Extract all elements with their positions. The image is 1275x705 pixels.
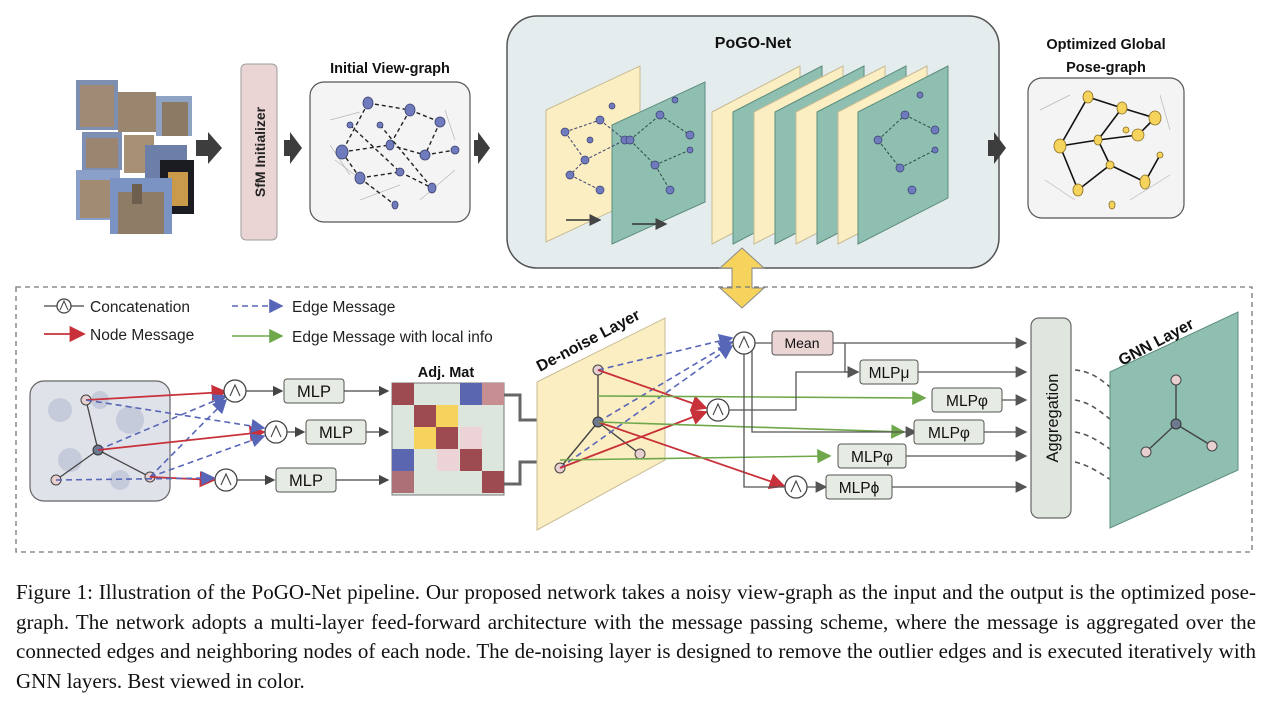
mlp-mu-label: MLPμ xyxy=(869,365,910,382)
flow-arrow-4 xyxy=(988,132,1006,164)
concat-node-3 xyxy=(214,468,238,492)
adj-mat-title: Adj. Mat xyxy=(418,365,475,381)
mlp-phi-box-2: MLPφ xyxy=(913,419,985,445)
optimized-title-line2: Pose-graph xyxy=(1066,60,1146,76)
aggregation-label: Aggregation xyxy=(1044,374,1062,463)
mlp-phi-box-3: MLPφ xyxy=(837,443,907,469)
mlp-box-2: MLP xyxy=(305,419,367,445)
concat-node-6 xyxy=(784,475,808,499)
legend-edge-message: Edge Message xyxy=(292,299,395,316)
mlp-phi-var-box: MLPϕ xyxy=(825,474,893,500)
mean-label: Mean xyxy=(784,335,819,351)
mlp-phi-label-3: MLPφ xyxy=(851,449,893,466)
optimized-title-line1: Optimized Global xyxy=(1046,37,1165,53)
double-arrow xyxy=(718,247,766,309)
denoise-layer: De-noise Layer xyxy=(534,307,666,531)
pogo-net-title: PoGO-Net xyxy=(715,35,792,52)
mlp-phi-var-label: MLPϕ xyxy=(839,480,880,497)
initial-view-graph-title: Initial View-graph xyxy=(330,61,450,77)
photo-collage xyxy=(76,80,194,234)
detail-panel xyxy=(15,286,1253,553)
adj-connector-2 xyxy=(504,460,548,486)
adj-connector-1 xyxy=(504,393,540,422)
mlp-mu-box: MLPμ xyxy=(859,359,919,385)
adjacency-matrix xyxy=(391,382,505,496)
input-messages xyxy=(55,384,266,488)
legend-node-message: Node Message xyxy=(90,327,194,344)
gnn-layer: GNN Layer xyxy=(1109,311,1239,529)
concat-node-1 xyxy=(223,379,247,403)
sfm-initializer-box: SfM Initializer xyxy=(240,63,278,241)
flow-arrow-3 xyxy=(474,132,490,164)
input-graph xyxy=(29,380,171,502)
module-wiring xyxy=(729,337,1028,493)
flow-arrow-1 xyxy=(196,132,222,164)
aggregation-box: Aggregation xyxy=(1030,317,1072,519)
mean-box: Mean xyxy=(771,330,834,356)
flow-arrow-2 xyxy=(284,132,302,164)
mlp-label-2: MLP xyxy=(319,424,353,442)
mlp-box-1: MLP xyxy=(283,378,345,404)
sfm-initializer-label: SfM Initializer xyxy=(252,106,268,197)
concat-node-2 xyxy=(264,420,288,444)
mlp-box-3: MLP xyxy=(275,467,337,493)
denoise-messages xyxy=(559,333,927,489)
mlp-label-1: MLP xyxy=(297,383,331,401)
initial-view-graph xyxy=(309,81,471,223)
legend-edge-message-local: Edge Message with local info xyxy=(292,329,493,346)
mlp-phi-label-2: MLPφ xyxy=(928,425,970,442)
legend-concatenation: Concatenation xyxy=(90,299,190,316)
optimized-pose-graph xyxy=(1027,77,1185,219)
concat-node-5 xyxy=(706,398,730,422)
pogo-net-panel: PoGO-Net xyxy=(506,15,1000,269)
mlp-phi-box-1: MLPφ xyxy=(931,387,1003,413)
figure-caption: Figure 1: Illustration of the PoGO-Net p… xyxy=(16,580,1256,693)
mlp-phi-label-1: MLPφ xyxy=(946,393,988,410)
mlp-label-3: MLP xyxy=(289,472,323,490)
legend: Concatenation Node Message Edge Message … xyxy=(44,298,493,346)
